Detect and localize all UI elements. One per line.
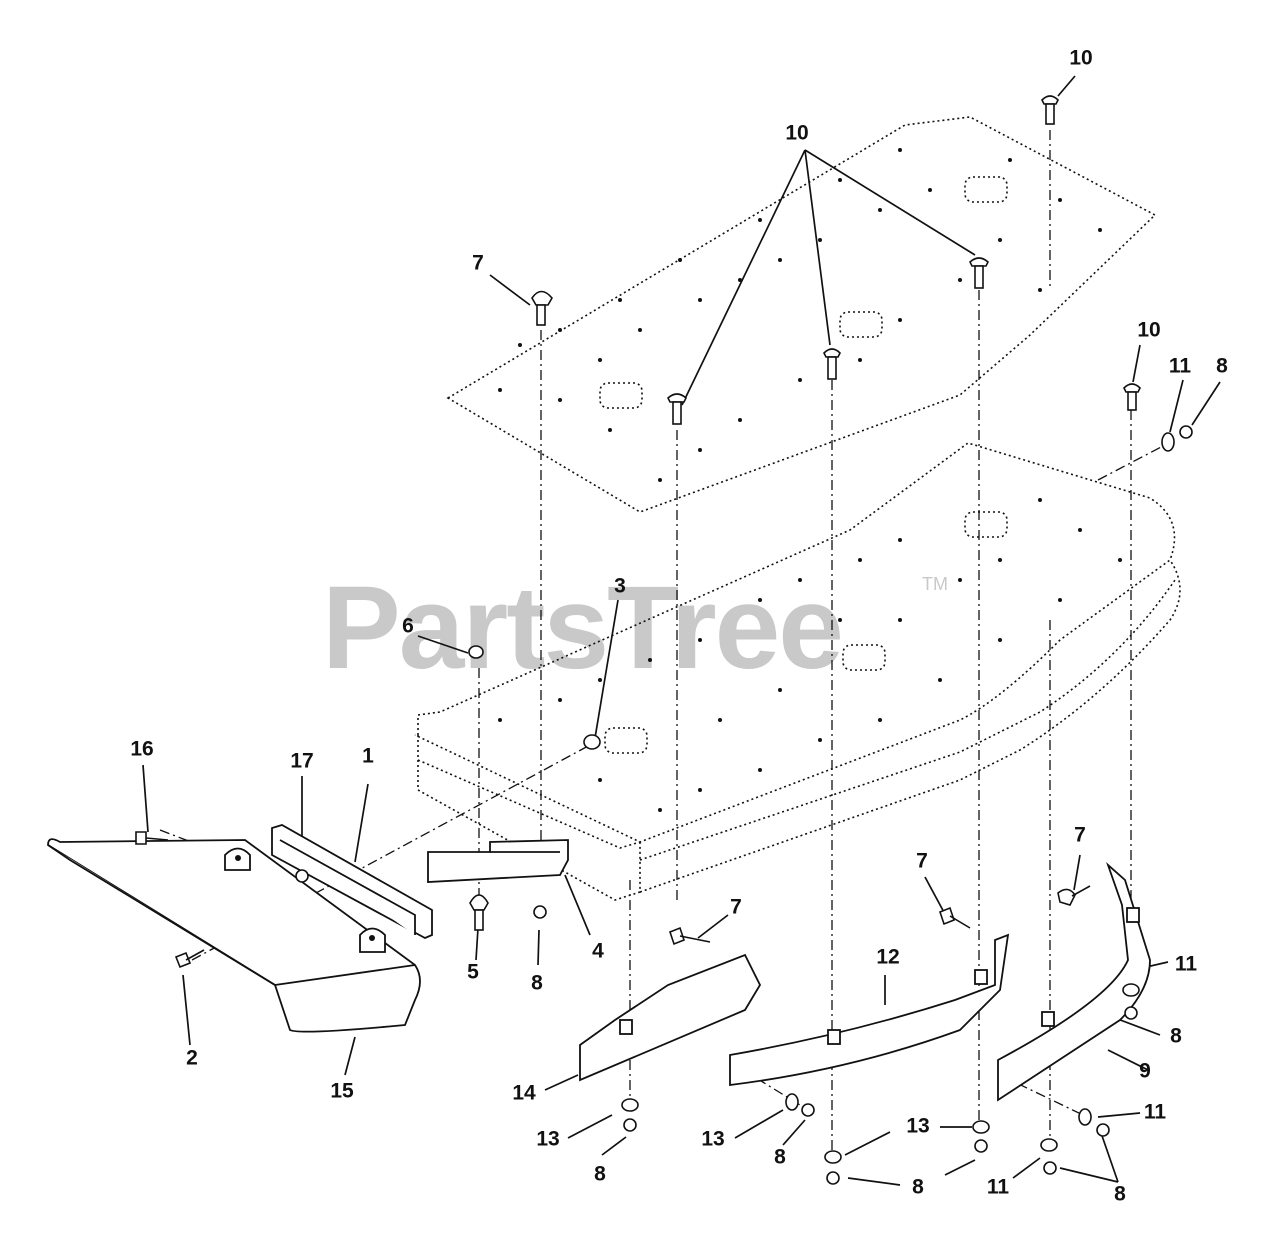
callout-15: 15: [330, 1080, 354, 1103]
callout-8: 8: [912, 1176, 924, 1199]
callout-11: 11: [1175, 953, 1198, 976]
baffle-left: [579, 953, 762, 1082]
baffle-center: [729, 933, 1010, 1087]
callout-8: 8: [774, 1146, 786, 1169]
callout-7: 7: [1074, 824, 1086, 847]
callout-3: 3: [614, 575, 626, 598]
callout-7: 7: [730, 896, 742, 919]
callout-6: 6: [402, 615, 414, 638]
deck-mount-bracket: [427, 839, 569, 883]
chute-hinges: [224, 847, 386, 953]
callout-4: 4: [592, 940, 604, 963]
hinge-bracket: [271, 824, 433, 939]
callout-2: 2: [186, 1047, 198, 1070]
callout-16: 16: [130, 738, 153, 761]
callout-11: 11: [1169, 355, 1192, 378]
callout-8: 8: [1216, 355, 1228, 378]
callout-13: 13: [906, 1115, 929, 1138]
callout-10: 10: [1137, 319, 1160, 342]
discharge-chute: [47, 838, 421, 1033]
top-cover-plate: [446, 116, 1157, 513]
callout-11: 11: [1144, 1101, 1167, 1124]
baffle-right: [997, 862, 1151, 1102]
callout-8: 8: [1114, 1183, 1126, 1206]
callout-labels: 10 10 7 10 11 8 3 6 16 17 1 4 5 8 7 7 7 …: [130, 47, 1228, 1206]
callout-17: 17: [290, 750, 313, 773]
callout-7: 7: [472, 252, 484, 275]
callout-13: 13: [536, 1128, 559, 1151]
leader-lines: [142, 75, 1221, 1186]
callout-11: 11: [987, 1176, 1010, 1199]
callout-14: 14: [512, 1082, 536, 1105]
callout-10: 10: [785, 122, 808, 145]
bolts: [135, 95, 1141, 969]
callout-5: 5: [467, 961, 479, 984]
callout-10: 10: [1069, 47, 1092, 70]
callout-7: 7: [916, 850, 928, 873]
callout-8: 8: [594, 1163, 606, 1186]
callout-1: 1: [362, 745, 374, 768]
callout-8: 8: [1170, 1025, 1182, 1048]
watermark-text: PartsTree: [322, 562, 842, 694]
mower-deck: [414, 442, 1181, 901]
callout-8: 8: [531, 972, 543, 995]
washers-and-nuts: [468, 425, 1193, 1185]
callout-12: 12: [876, 946, 899, 969]
watermark-trademark: TM: [922, 574, 948, 594]
callout-9: 9: [1139, 1060, 1151, 1083]
callout-13: 13: [701, 1128, 724, 1151]
